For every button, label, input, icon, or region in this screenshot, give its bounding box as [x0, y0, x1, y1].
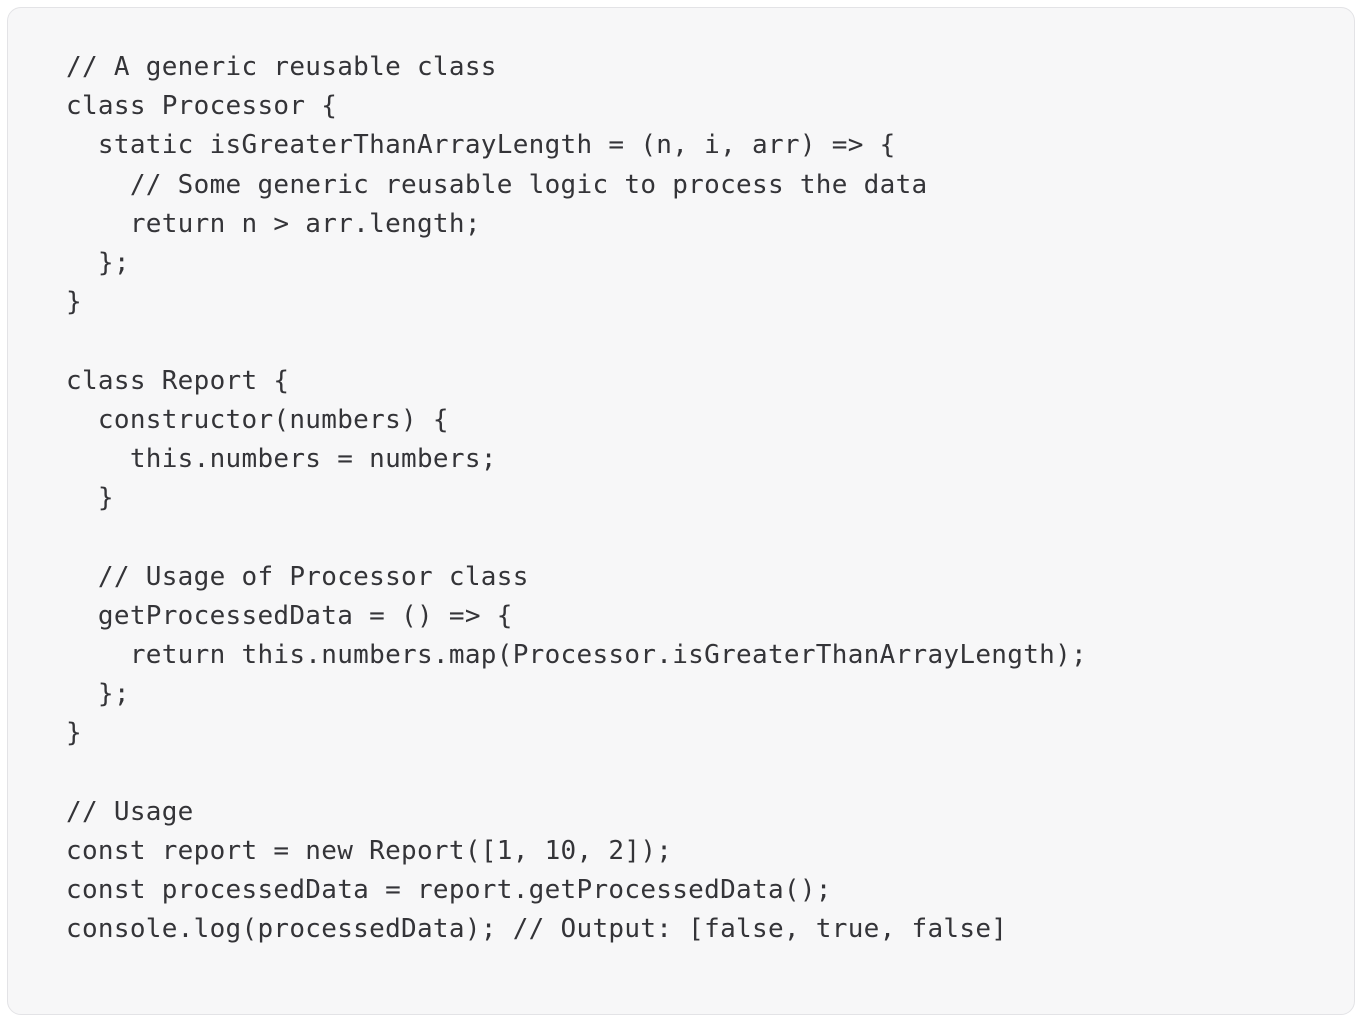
code-line: return this.numbers.map(Processor.isGrea… [66, 640, 1088, 671]
code-block-card: // A generic reusable class class Process… [7, 7, 1355, 1015]
code-line: } [66, 483, 114, 514]
code-line: static isGreaterThanArrayLength = (n, i,… [66, 130, 896, 161]
code-line: this.numbers = numbers; [66, 444, 497, 475]
code-line: class Processor { [66, 91, 338, 122]
code-line: // Usage of Processor class [66, 561, 529, 592]
code-line [66, 322, 1318, 361]
code-line: // Some generic reusable logic to proces… [66, 169, 928, 200]
code-line: const report = new Report([1, 10, 2]); [66, 836, 673, 867]
code-line: console.log(processedData); // Output: [… [66, 914, 1008, 945]
code-line: // Usage [66, 796, 194, 827]
code-line: // A generic reusable class [66, 52, 497, 82]
code-line: class Report { [66, 365, 290, 396]
code-line: } [66, 287, 82, 318]
code-line: getProcessedData = () => { [66, 600, 513, 631]
code-line: }; [66, 679, 130, 710]
code-line: } [66, 718, 82, 749]
code-line [66, 518, 1318, 557]
code-line: constructor(numbers) { [66, 404, 449, 435]
code-line: }; [66, 248, 130, 279]
code-block: // A generic reusable class class Process… [66, 48, 1318, 950]
code-line: const processedData = report.getProcesse… [66, 875, 832, 906]
code-line: return n > arr.length; [66, 208, 481, 239]
code-line [66, 754, 1318, 793]
